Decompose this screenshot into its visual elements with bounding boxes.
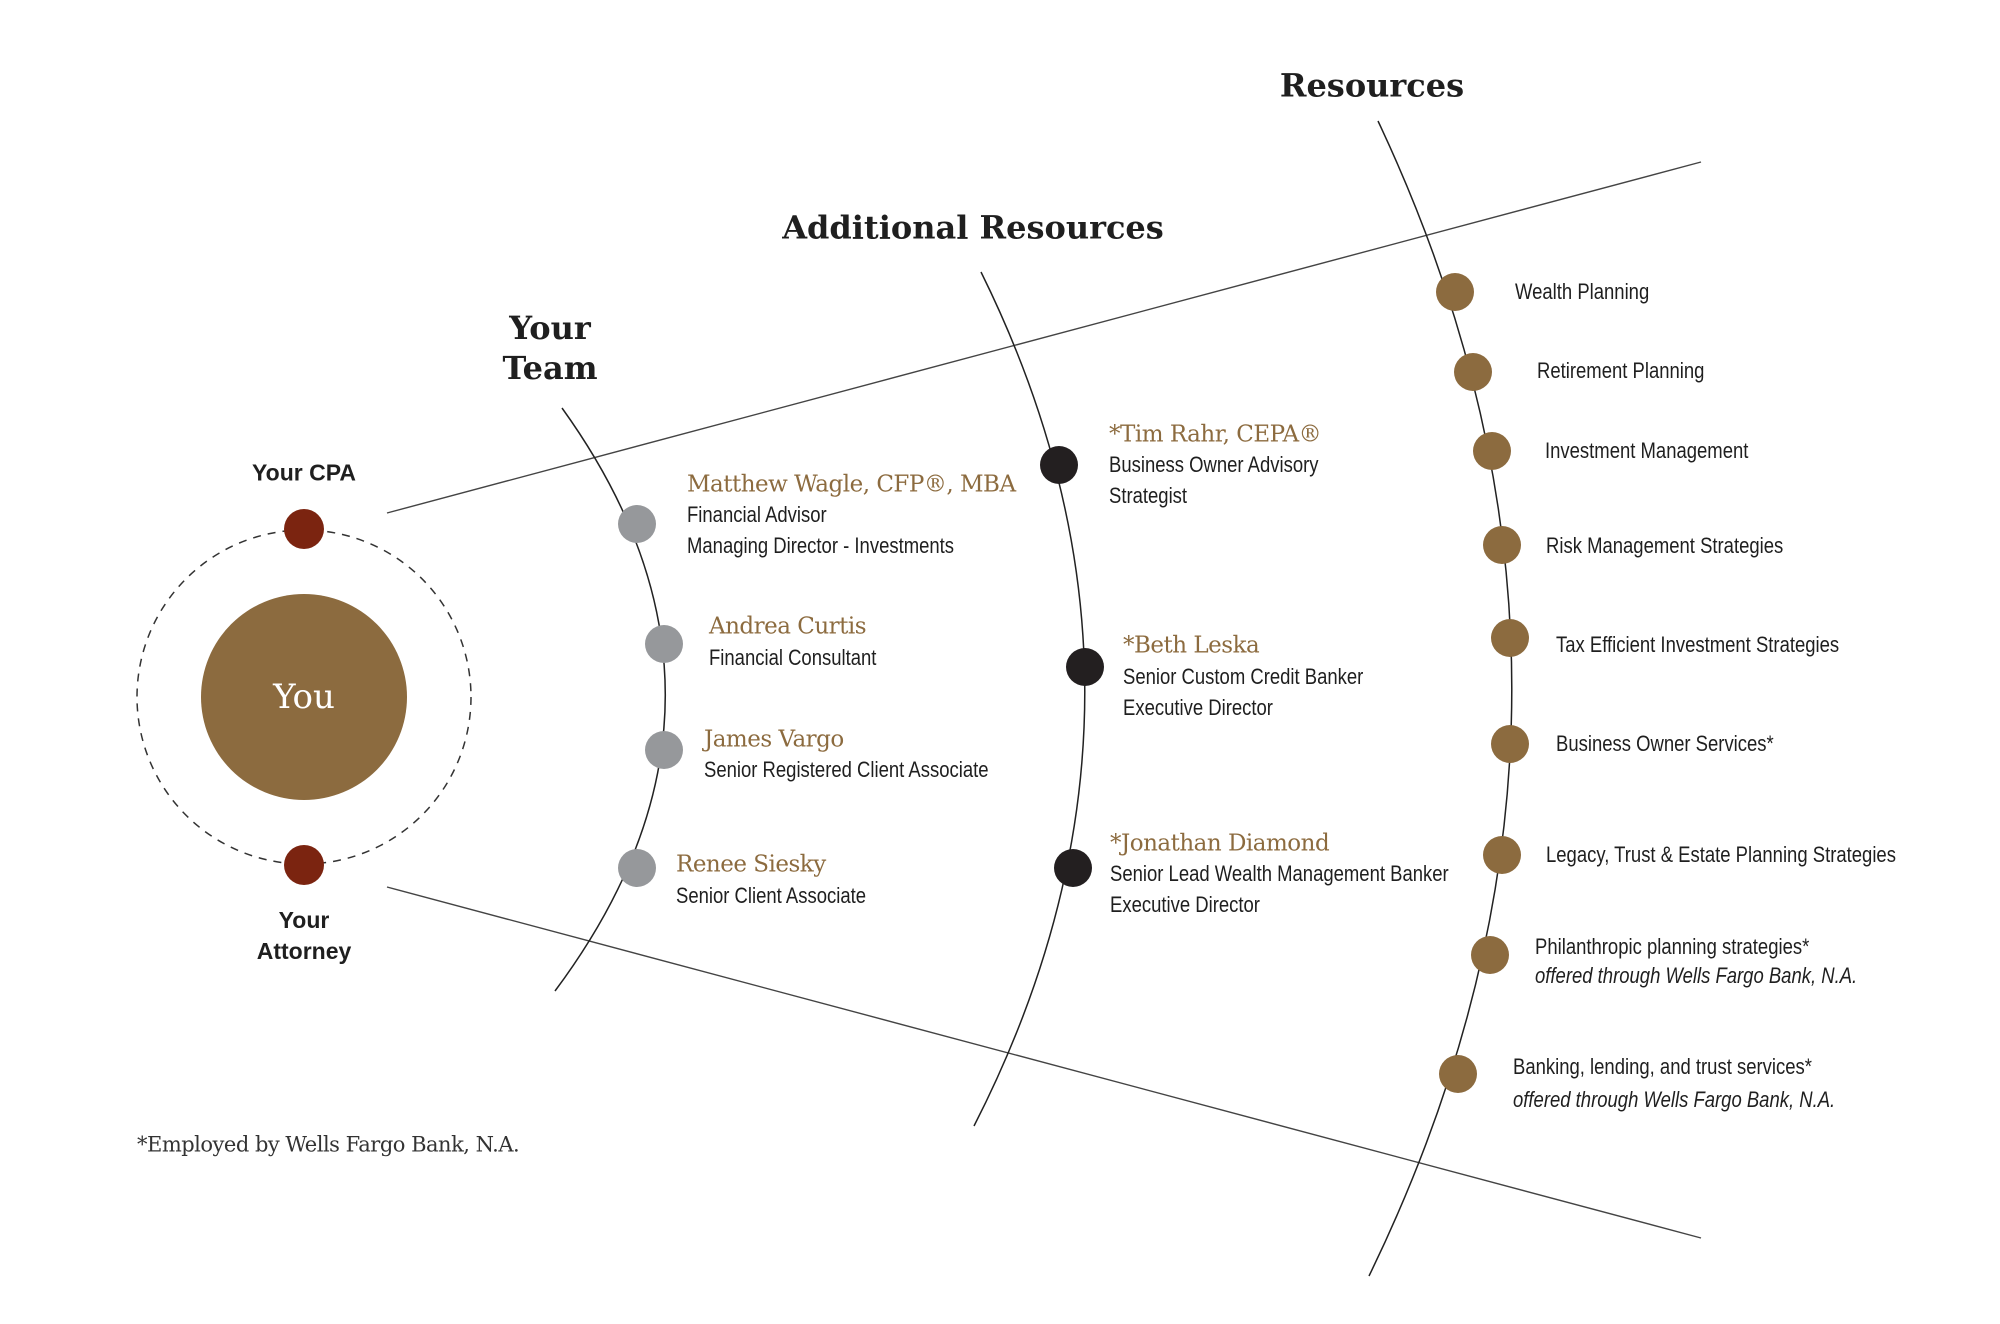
- you-label: You: [273, 677, 335, 717]
- team-member-role: Managing Director - Investments: [687, 532, 955, 558]
- team-member-role: Financial Advisor: [687, 501, 827, 527]
- team-member-name: Andrea Curtis: [709, 613, 867, 640]
- you-circle: You: [201, 594, 407, 800]
- resource-dot: [1471, 936, 1509, 974]
- attorney-dot: [284, 845, 324, 885]
- additional-role: Senior Custom Credit Banker: [1123, 663, 1364, 689]
- resource-dot: [1491, 725, 1529, 763]
- resource-dot: [1454, 353, 1492, 391]
- team-dots: [618, 505, 683, 887]
- team-member-role: Senior Client Associate: [676, 882, 867, 908]
- team-member-name: James Vargo: [704, 726, 844, 753]
- team-arc: [554, 407, 666, 992]
- resources-title: Resources: [1279, 66, 1465, 105]
- footnote: *Employed by Wells Fargo Bank, N.A.: [137, 1132, 520, 1157]
- team-dot: [645, 731, 683, 769]
- resource-label: Retirement Planning: [1537, 357, 1705, 383]
- team-dot: [618, 849, 656, 887]
- additional-dot: [1040, 446, 1078, 484]
- resource-dot: [1483, 836, 1521, 874]
- resource-label: Philanthropic planning strategies*: [1535, 933, 1810, 959]
- team-dot: [645, 625, 683, 663]
- team-member-name: Matthew Wagle, CFP®, MBA: [687, 471, 1016, 498]
- resource-label: Tax Efficient Investment Strategies: [1556, 631, 1840, 657]
- resource-dot: [1436, 273, 1474, 311]
- resource-label: Risk Management Strategies: [1546, 532, 1784, 558]
- resource-dot: [1491, 619, 1529, 657]
- cpa-label: Your CPA: [252, 459, 356, 486]
- additional-role: Strategist: [1109, 482, 1188, 508]
- additional-dots: [1040, 446, 1104, 887]
- cpa-dot: [284, 509, 324, 549]
- additional-role: Business Owner Advisory: [1109, 451, 1319, 477]
- additional-role: Senior Lead Wealth Management Banker: [1110, 860, 1449, 886]
- team-member-name: Renee Siesky: [676, 851, 826, 878]
- resource-label: Investment Management: [1545, 437, 1749, 463]
- additional-dot: [1066, 648, 1104, 686]
- upper-funnel-line: [386, 161, 1702, 514]
- additional-name: *Jonathan Diamond: [1110, 830, 1330, 857]
- title-line: Your: [509, 309, 591, 347]
- additional-arc: [973, 271, 1086, 1127]
- resource-note: offered through Wells Fargo Bank, N.A.: [1535, 962, 1858, 988]
- attorney-label-line: Attorney: [256, 938, 352, 964]
- team-member-role: Financial Consultant: [709, 644, 877, 670]
- lower-funnel-line: [386, 886, 1702, 1239]
- resource-label: Business Owner Services*: [1556, 730, 1774, 756]
- resource-note: offered through Wells Fargo Bank, N.A.: [1513, 1086, 1836, 1112]
- additional-name: *Tim Rahr, CEPA®: [1109, 421, 1322, 448]
- team-member-role: Senior Registered Client Associate: [704, 756, 989, 782]
- resource-label: Wealth Planning: [1515, 278, 1650, 304]
- resource-dot: [1439, 1055, 1477, 1093]
- attorney-label-line: Your: [278, 906, 330, 933]
- resource-dot: [1483, 526, 1521, 564]
- additional-name: *Beth Leska: [1123, 632, 1260, 659]
- resource-label: Banking, lending, and trust services*: [1513, 1053, 1812, 1079]
- resource-dots: [1436, 273, 1529, 1093]
- additional-role: Executive Director: [1110, 891, 1260, 917]
- additional-role: Executive Director: [1123, 694, 1273, 720]
- team-dot: [618, 505, 656, 543]
- additional-dot: [1054, 849, 1092, 887]
- title-line: Team: [502, 349, 598, 387]
- resource-dot: [1473, 432, 1511, 470]
- resource-label: Legacy, Trust & Estate Planning Strategi…: [1546, 841, 1896, 867]
- additional-resources-title: Additional Resources: [782, 208, 1164, 247]
